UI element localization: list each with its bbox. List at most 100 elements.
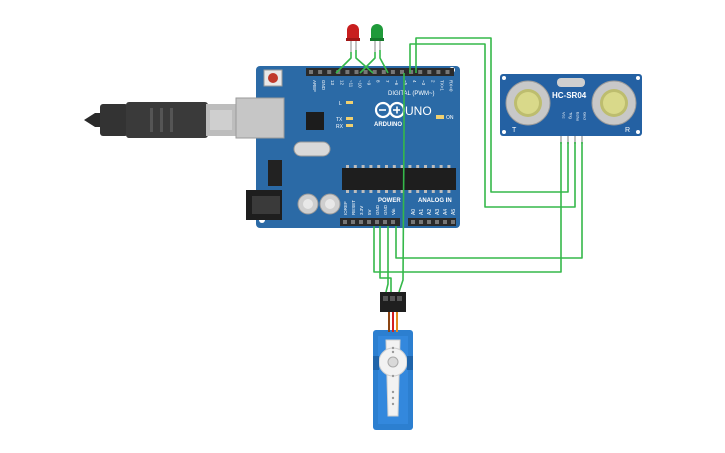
wire-sensor-trig bbox=[409, 43, 576, 208]
analog-header[interactable] bbox=[408, 218, 456, 226]
rx-label: RX bbox=[336, 124, 344, 130]
sensor-pin-label: Echo bbox=[576, 112, 581, 122]
analog-pin-label: A4 bbox=[443, 209, 449, 215]
on-label: ON bbox=[446, 115, 454, 121]
power-pin-label: Vin bbox=[391, 208, 396, 215]
digital-pin-label: TX>1 bbox=[439, 80, 444, 91]
analog-pin-3[interactable] bbox=[435, 220, 439, 224]
sensor-pin-label: Vcc bbox=[562, 112, 567, 119]
chip-leg bbox=[361, 165, 365, 168]
power-pin-1[interactable] bbox=[351, 220, 355, 224]
digital-pin-14[interactable] bbox=[436, 70, 441, 74]
chip-leg bbox=[431, 165, 435, 168]
chip-leg bbox=[392, 165, 396, 168]
chip-leg bbox=[439, 190, 443, 193]
power-pin-2[interactable] bbox=[359, 220, 363, 224]
chip-leg bbox=[369, 165, 373, 168]
wire-red-led-b bbox=[355, 50, 374, 74]
chip-leg bbox=[385, 190, 388, 193]
digital-pin-2[interactable] bbox=[327, 70, 332, 74]
chip-leg bbox=[424, 165, 427, 168]
digital-pin-12[interactable] bbox=[418, 70, 423, 74]
green-led[interactable] bbox=[370, 24, 384, 52]
power-pin-6[interactable] bbox=[391, 220, 395, 224]
chip-leg bbox=[361, 190, 365, 193]
sensor-pin-0[interactable] bbox=[560, 136, 562, 144]
digital-pin-label: 8 bbox=[376, 80, 381, 83]
digital-pin-7[interactable] bbox=[372, 70, 377, 74]
usb-socket bbox=[235, 97, 285, 139]
sensor-left-mark: T bbox=[512, 127, 517, 134]
analog-pin-label: A2 bbox=[427, 209, 433, 215]
digital-pin-13[interactable] bbox=[427, 70, 432, 74]
digital-pin-4[interactable] bbox=[345, 70, 350, 74]
rx-led bbox=[346, 124, 353, 127]
chip-leg bbox=[377, 190, 381, 193]
power-pin-0[interactable] bbox=[343, 220, 347, 224]
analog-pin-5[interactable] bbox=[451, 220, 455, 224]
chip-leg bbox=[353, 165, 357, 168]
sensor-pin-1[interactable] bbox=[567, 136, 569, 144]
sensor-pin-2[interactable] bbox=[574, 136, 576, 144]
digital-pin-10[interactable] bbox=[400, 70, 404, 74]
analog-pin-label: A1 bbox=[419, 209, 425, 215]
analog-pin-4[interactable] bbox=[443, 220, 447, 224]
analog-pin-1[interactable] bbox=[419, 220, 423, 224]
chip-leg bbox=[424, 190, 427, 193]
digital-pin-0[interactable] bbox=[309, 70, 313, 74]
sensor-pin-3[interactable] bbox=[581, 136, 583, 144]
wire-servo-power bbox=[379, 226, 392, 292]
digital-pin-9[interactable] bbox=[390, 70, 395, 74]
wire-green-led-b bbox=[379, 50, 389, 74]
digital-pin-11[interactable] bbox=[409, 70, 414, 74]
analog-pin-2[interactable] bbox=[427, 220, 431, 224]
chip-leg bbox=[447, 165, 451, 168]
atmega-chip bbox=[342, 168, 456, 190]
power-pin-3[interactable] bbox=[367, 220, 371, 224]
chip-leg bbox=[431, 190, 435, 193]
digital-pin-6[interactable] bbox=[363, 70, 368, 74]
power-pin-label: RESET bbox=[351, 200, 356, 215]
wire-red-led-a bbox=[335, 52, 352, 74]
digital-pin-8[interactable] bbox=[381, 70, 386, 74]
analog-pin-0[interactable] bbox=[411, 220, 415, 224]
power-pin-4[interactable] bbox=[375, 220, 379, 224]
usb-cable bbox=[84, 102, 236, 138]
chip-leg bbox=[408, 165, 412, 168]
digital-pin-label: AREF bbox=[312, 80, 317, 92]
arduino-logo bbox=[374, 101, 406, 119]
analog-pin-label: A3 bbox=[435, 209, 441, 215]
power-pin-label: 5V bbox=[367, 209, 372, 215]
digital-pin-label: RX<0 bbox=[449, 80, 454, 92]
digital-pin-label: ~5 bbox=[403, 80, 408, 86]
digital-pin-label: 13 bbox=[330, 80, 335, 86]
chip-leg bbox=[439, 165, 443, 168]
digital-pin-label: 4 bbox=[412, 80, 417, 83]
digital-pin-3[interactable] bbox=[336, 70, 341, 74]
tx-led bbox=[346, 117, 353, 120]
chip-leg bbox=[392, 190, 396, 193]
sensor-name: HC-SR04 bbox=[552, 91, 587, 100]
l-led bbox=[346, 101, 353, 104]
power-label: POWER bbox=[378, 198, 401, 204]
power-pin-label: GND bbox=[375, 204, 380, 215]
chip-leg bbox=[447, 190, 451, 193]
digital-pin-5[interactable] bbox=[354, 70, 359, 74]
red-led[interactable] bbox=[346, 24, 360, 52]
crystal bbox=[293, 141, 331, 157]
digital-pin-label: ~10 bbox=[358, 80, 363, 88]
analog-pin-label: A0 bbox=[411, 209, 417, 215]
model-text: UNO bbox=[405, 104, 432, 118]
digital-header[interactable] bbox=[306, 68, 454, 76]
digital-pin-1[interactable] bbox=[318, 70, 323, 74]
digital-pin-15[interactable] bbox=[445, 70, 450, 74]
power-pin-5[interactable] bbox=[383, 220, 387, 224]
power-pin-label: GND bbox=[383, 204, 388, 215]
sensor-pin-label: Trig bbox=[569, 112, 574, 119]
servo-motor[interactable] bbox=[373, 292, 413, 430]
l-label: L bbox=[339, 101, 342, 107]
tx-label: TX bbox=[336, 117, 343, 123]
wire-sensor-gnd bbox=[395, 142, 583, 259]
